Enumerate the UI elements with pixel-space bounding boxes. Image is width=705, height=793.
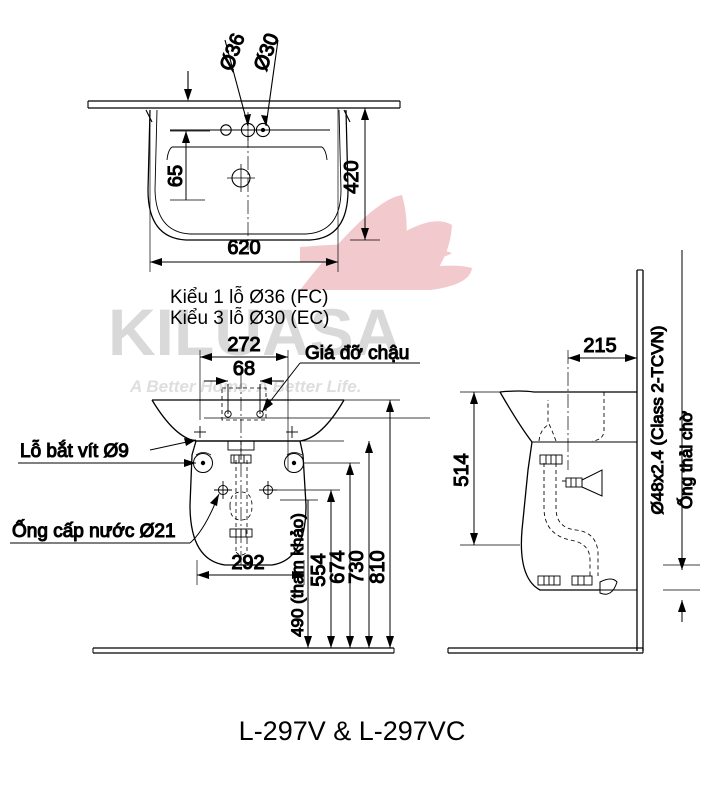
- dim-front-292-text: 292: [231, 552, 264, 574]
- top-view-callout-leaders: [224, 39, 279, 127]
- dim-front-272: [199, 350, 289, 470]
- front-view-screw-bosses: [193, 452, 304, 473]
- leader-bracket: [261, 362, 420, 413]
- callout-hole-30: Ø30: [250, 31, 284, 74]
- dim-side-514-text: 514: [451, 453, 473, 486]
- dim-front-68-text: 68: [233, 358, 255, 380]
- top-view-wall-arrow: [184, 71, 192, 101]
- dim-front-490-text: 490 (tham khảo): [288, 513, 307, 637]
- dim-front-730: [365, 441, 373, 648]
- dim-top-620-text: 620: [227, 237, 260, 259]
- tap-hole-right: [255, 122, 271, 138]
- front-view-supply-marks: [214, 481, 277, 499]
- front-view-floor: [92, 647, 395, 654]
- dim-top-420-text: 420: [341, 160, 363, 193]
- callout-hole-36: Ø36: [216, 31, 250, 74]
- page-title: L-297V & L-297VC: [239, 716, 466, 746]
- dim-front-810: [344, 399, 400, 648]
- dim-front-272-text: 272: [227, 334, 260, 356]
- dim-front-68: [204, 377, 284, 385]
- label-waste-pipe-spec: Ø48x2.4 (Class 2-TCVN): [648, 326, 667, 515]
- dim-top-420: [350, 108, 380, 241]
- dim-top-620: [149, 108, 339, 272]
- side-view-wall: [636, 269, 644, 651]
- dim-front-730-text: 730: [346, 550, 368, 583]
- dim-front-674: [304, 462, 360, 648]
- dim-front-490: [280, 499, 318, 648]
- waste-hole-cross: [227, 164, 255, 192]
- dim-top-65-text: 65: [165, 165, 187, 187]
- label-screw-hole: Lỗ bắt vít Ø9: [20, 440, 129, 462]
- dim-front-810-text: 810: [367, 550, 389, 583]
- dim-front-554: [272, 489, 340, 648]
- leader-waste-pipe: [663, 250, 700, 622]
- front-view-basin-body: [151, 399, 345, 442]
- dim-front-292: [196, 560, 305, 585]
- dim-side-514: [460, 391, 520, 546]
- tap-hole-right-dot: [260, 127, 266, 133]
- note-type-3-hole: Kiểu 3 lỗ Ø30 (EC): [170, 307, 329, 329]
- note-type-1-hole: Kiểu 1 lỗ Ø36 (FC): [170, 286, 328, 308]
- side-view-floor: [447, 647, 644, 654]
- tap-hole-left: [220, 124, 232, 136]
- side-view-internals-hidden: [538, 392, 605, 576]
- dim-side-215: [568, 354, 637, 362]
- front-view-bracket-bolts: [224, 384, 264, 418]
- label-waste-pipe-name: Ống thải chờ: [676, 411, 696, 509]
- side-view: 215 514 Ø48x2.4 (Class 2-TCVN) Ống thải: [447, 250, 700, 654]
- top-view-inner-bowl: [166, 146, 328, 161]
- label-water-supply: Ống cấp nước Ø21: [12, 520, 176, 542]
- dim-side-215-text: 215: [583, 335, 616, 357]
- top-view: 65 420 620 Ø36 Ø30: [87, 30, 401, 272]
- top-view-wall: [87, 100, 401, 109]
- front-view: 272 68 292: [10, 333, 430, 654]
- front-view-top-crosses: [194, 426, 298, 438]
- label-bracket: Giá đỡ chậu: [305, 343, 409, 364]
- side-view-basin-profile: [499, 390, 637, 591]
- leader-water-supply: [10, 493, 220, 544]
- side-view-fittings: [537, 454, 618, 595]
- dim-front-674-text: 674: [327, 550, 349, 583]
- watermark-tagline: A Better Home. A Better Life.: [129, 377, 361, 396]
- leader-screw-hole: [18, 438, 197, 467]
- dim-front-554-text: 554: [308, 553, 330, 586]
- dim-top-65: [170, 130, 210, 201]
- front-view-bracket: [221, 387, 267, 421]
- top-view-ticks: [145, 109, 351, 123]
